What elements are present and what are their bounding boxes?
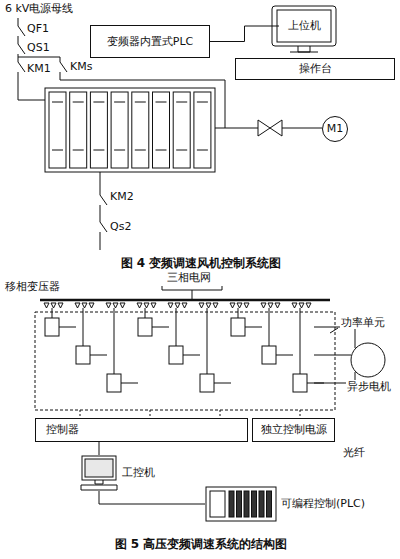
node-text: 控制器: [46, 423, 79, 436]
part-label: KM2: [109, 190, 135, 203]
power-supply-box: 独立控制电源: [252, 418, 335, 442]
part-label: KMs: [69, 60, 93, 73]
part-label: 光纤: [342, 446, 366, 459]
fiber-links: [80, 410, 300, 418]
node-text: 独立控制电源: [261, 423, 327, 436]
power-cells: [44, 303, 335, 392]
operator-desk: 操作台: [235, 58, 395, 80]
main-feed: [18, 18, 322, 250]
part-label: 移相变压器: [4, 280, 61, 293]
monitor-screen: 上位机: [279, 12, 329, 40]
leader-line: [330, 328, 338, 333]
connector-line: [99, 442, 100, 455]
node-text: 可编程控制(PLC): [281, 497, 365, 510]
inverter-enclosure: [35, 312, 335, 410]
part-label: 异步电机: [346, 380, 392, 393]
part-label: Qs2: [109, 220, 132, 233]
figure-caption: 图 4 变频调速风机控制系统图: [0, 256, 400, 270]
node-text: 操作台: [299, 62, 332, 75]
motor-symbol: [351, 343, 385, 377]
part-label: 6 kV电源母线: [4, 2, 74, 15]
transformer-bar: [40, 299, 330, 302]
node-text: 工控机: [122, 466, 155, 479]
motor-circle: M1: [322, 116, 348, 142]
part-label: QS1: [26, 41, 51, 54]
part-label: KM1: [26, 62, 52, 75]
part-label: QF1: [26, 22, 50, 35]
industrial-pc: 工控机: [80, 455, 155, 491]
plc-rack: 可编程控制(PLC): [205, 486, 365, 522]
connector-line: [99, 491, 205, 504]
inverter-cabinet: [45, 88, 215, 172]
part-label: 三相电网: [166, 271, 212, 284]
plc-box: 变频器内置式PLC: [90, 25, 210, 58]
plc-rack-icon: [205, 486, 277, 522]
operator-monitor: [272, 6, 336, 52]
controller-box: 控制器: [35, 418, 248, 442]
part-label: 功率单元: [340, 316, 386, 329]
node-text: M1: [327, 122, 344, 135]
node-text: 上位机: [288, 19, 321, 32]
computer-icon: [80, 455, 118, 491]
node-text: 变频器内置式PLC: [107, 35, 193, 48]
connector-line: [210, 26, 279, 42]
figure-caption: 图 5 高压变频调速系统的结构图: [0, 537, 400, 551]
grid-bracket: [162, 286, 222, 300]
